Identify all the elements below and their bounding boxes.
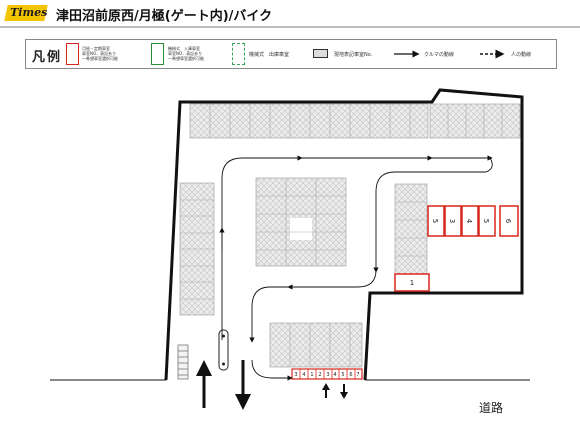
header-divider <box>0 26 580 28</box>
legend-item-machine-out: 機械式 出庫車室 <box>249 52 290 58</box>
person-flow-arrows <box>322 383 348 399</box>
legend-item-machine-in: 機械式 入庫車室 車室NO．表記あり 一希望車室選択可能 <box>168 46 204 61</box>
stall-number: 3 <box>448 219 456 223</box>
gate-icon <box>218 329 229 371</box>
stall-number: 5 <box>482 219 490 223</box>
legend-dashed-green-box <box>232 43 245 65</box>
stall-number: 1 <box>410 279 414 287</box>
bike-stall-number: 4 <box>333 372 336 378</box>
legend-number-box-icon <box>313 49 328 58</box>
legend-item-number: 現地表記車室No. <box>334 52 373 58</box>
legend-title: 凡例 <box>32 50 63 65</box>
bottom-stall-block <box>269 322 363 368</box>
legend-item-car-flow: クルマの動線 <box>424 52 454 58</box>
stall-number: 5 <box>431 219 439 223</box>
left-stall-column <box>179 182 215 316</box>
legend-item-monthly: 月極・定期車室 車室NO．表記あり 一希望車室選択可能 <box>82 46 118 61</box>
bike-stall-number: 6 <box>349 372 352 378</box>
bike-stall-number: 3 <box>294 372 297 378</box>
exit-arrow-icon <box>235 360 251 410</box>
center-stall-island <box>255 177 347 267</box>
header: Times 津田沼前原西/月極(ゲート内)/バイク <box>0 0 580 28</box>
bike-stall-number: 5 <box>341 372 344 378</box>
entrance-arrow-icon <box>196 360 212 408</box>
bike-stall-row <box>291 368 363 380</box>
bike-stall-number: 2 <box>318 372 321 378</box>
car-flow-path <box>219 155 493 381</box>
page-title: 津田沼前原西/月極(ゲート内)/バイク <box>56 9 273 24</box>
legend: 凡例 月極・定期車室 車室NO．表記あり 一希望車室選択可能 機械式 入庫車室 … <box>25 39 557 69</box>
bike-stall-number: 3 <box>326 372 329 378</box>
legend-green-box <box>151 43 164 65</box>
legend-red-box <box>66 43 79 65</box>
stairs-icon <box>177 344 189 380</box>
bike-stall-number: 7 <box>356 372 359 378</box>
numbered-stalls <box>394 205 519 292</box>
right-stall-column <box>394 183 428 275</box>
legend-item-person-flow: 人の動線 <box>511 52 532 58</box>
stall-number: 6 <box>504 219 512 224</box>
bike-stall-number: 4 <box>302 372 305 378</box>
stall-number: 4 <box>465 219 473 224</box>
bike-stall-number: 1 <box>310 372 313 378</box>
lot-boundary <box>164 88 524 381</box>
road-label: 道路 <box>479 401 504 415</box>
top-stall-row <box>189 103 521 139</box>
